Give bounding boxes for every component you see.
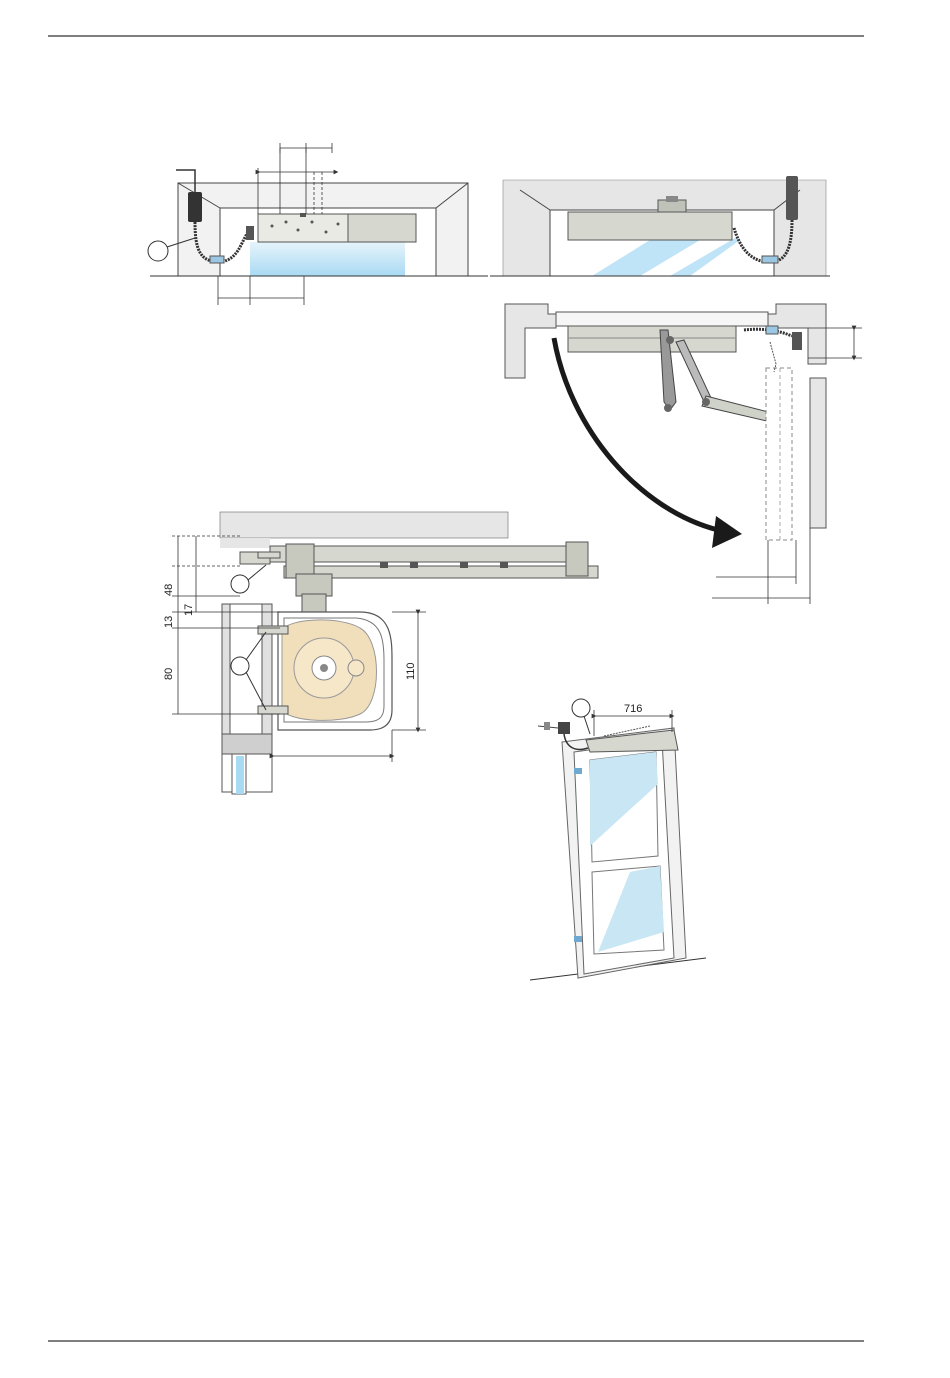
dim-716: 716 [624, 703, 642, 715]
front-view-left [148, 143, 488, 305]
front-view-right [490, 176, 830, 276]
operator-unit-right [568, 212, 732, 240]
dim-110: 110 [405, 662, 417, 680]
dim-80: 80 [163, 668, 175, 680]
perspective-door: 716 [530, 699, 706, 980]
section-view: 48 17 13 80 110 [163, 512, 598, 794]
dim-17: 17 [183, 604, 195, 616]
callout-circle-icon [148, 241, 168, 261]
callout-circle-icon [572, 699, 590, 717]
power-supply [188, 192, 202, 222]
dim-48: 48 [163, 584, 175, 596]
dim-13: 13 [163, 616, 175, 628]
callout-circle-icon [231, 575, 249, 593]
